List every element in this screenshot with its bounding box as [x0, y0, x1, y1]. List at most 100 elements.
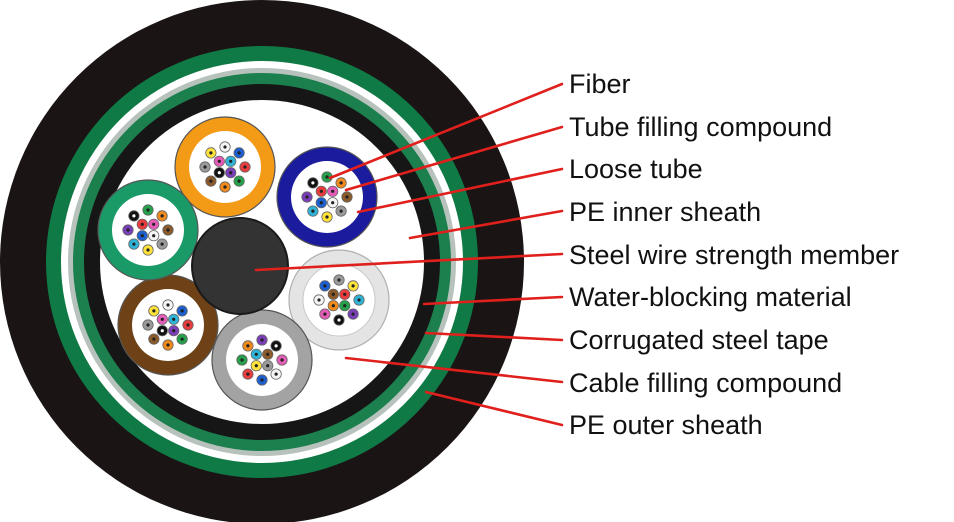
fiber-core [140, 234, 144, 238]
leader-line-water-blocking-material [422, 295, 564, 306]
fiber-core [152, 309, 156, 313]
fiber-core [243, 165, 247, 169]
leader-line-corrugated-steel-tape [424, 331, 564, 342]
fiber-core [325, 215, 329, 219]
fiber-core [172, 329, 176, 333]
leader-line-steel-wire-strength-member [254, 252, 564, 272]
fiber-core [325, 175, 329, 179]
fiber-core [146, 323, 150, 327]
fiber-core [237, 151, 241, 155]
fiber-core [331, 189, 335, 193]
label-water-blocking-material: Water-blocking material [569, 282, 852, 312]
fiber-core [339, 209, 343, 213]
fiber-core [140, 222, 144, 226]
leader-line-pe-inner-sheath [408, 209, 564, 240]
fiber-core [160, 329, 164, 333]
fiber-core [323, 312, 327, 316]
fiber-core [166, 303, 170, 307]
fiber-core [254, 364, 258, 368]
fiber-core [203, 165, 207, 169]
loose-tube-green [97, 179, 199, 281]
label-cable-filling-compound: Cable filling compound [569, 368, 842, 398]
label-pe-outer-sheath: PE outer sheath [569, 410, 763, 440]
label-steel-wire-strength-member: Steel wire strength member [569, 240, 899, 270]
fiber-core [229, 171, 233, 175]
steel-wire-strength-member [191, 217, 289, 315]
fiber-core [266, 364, 270, 368]
fiber-core [311, 181, 315, 185]
fiber-core [317, 298, 321, 302]
fiber-core [146, 248, 150, 252]
fiber-core [351, 284, 355, 288]
labels: Fiber Tube filling compound Loose tube P… [569, 69, 899, 440]
fiber-core [186, 323, 190, 327]
label-pe-inner-sheath: PE inner sheath [569, 197, 761, 227]
leader-line-fiber [328, 82, 564, 180]
fiber-core [337, 318, 341, 322]
fiber-core [274, 344, 278, 348]
fiber-core [223, 145, 227, 149]
fiber-core [246, 344, 250, 348]
leader-lines [254, 82, 564, 427]
fiber-core [319, 201, 323, 205]
fiber-core [240, 358, 244, 362]
fiber-core [166, 343, 170, 347]
loose-tube-orange [174, 116, 276, 218]
leader-line-pe-outer-sheath [424, 390, 564, 427]
fiber-core [229, 159, 233, 163]
fiber-core [152, 234, 156, 238]
fiber-core [246, 372, 250, 376]
fiber-core [323, 284, 327, 288]
fiber-core [311, 209, 315, 213]
loose-tube-brown [117, 274, 219, 376]
fiber-core [343, 292, 347, 296]
fiber-core [152, 222, 156, 226]
fiber-core [160, 214, 164, 218]
fiber-core [337, 278, 341, 282]
fiber-core [180, 337, 184, 341]
label-fiber: Fiber [569, 69, 631, 99]
fiber-core [126, 228, 130, 232]
fiber-core [260, 378, 264, 382]
fiber-core [331, 304, 335, 308]
fiber-core [357, 298, 361, 302]
fiber-core [132, 242, 136, 246]
fiber-core [345, 195, 349, 199]
fiber-core [254, 352, 258, 356]
fiber-core [209, 151, 213, 155]
fiber-core [319, 189, 323, 193]
fiber-core [166, 228, 170, 232]
loose-tube-blue [276, 146, 378, 248]
fiber-core [217, 159, 221, 163]
fiber-core [343, 304, 347, 308]
fiber-core [132, 214, 136, 218]
fiber-core [280, 358, 284, 362]
fiber-core [331, 201, 335, 205]
fiber-core [160, 317, 164, 321]
loose-tube-grey [211, 309, 313, 411]
fiber-core [331, 292, 335, 296]
fiber-core [217, 171, 221, 175]
fiber-core [339, 181, 343, 185]
fiber-core [180, 309, 184, 313]
leader-line-tube-filling-compound [344, 125, 564, 192]
leader-line-cable-filling-compound [344, 356, 564, 384]
leader-line-loose-tube [356, 167, 564, 214]
label-loose-tube: Loose tube [569, 154, 703, 184]
fiber-core [146, 208, 150, 212]
fiber-core [237, 179, 241, 183]
label-corrugated-steel-tape: Corrugated steel tape [569, 325, 829, 355]
fiber-core [152, 337, 156, 341]
loose-tubes [97, 116, 390, 411]
loose-tube-white [288, 249, 390, 351]
label-tube-filling-compound: Tube filling compound [569, 112, 832, 142]
fiber-core [172, 317, 176, 321]
fiber-core [209, 179, 213, 183]
fiber-core [305, 195, 309, 199]
fiber-core [351, 312, 355, 316]
fiber-core [274, 372, 278, 376]
fiber-core [260, 338, 264, 342]
fiber-core [223, 185, 227, 189]
fiber-core [266, 352, 270, 356]
